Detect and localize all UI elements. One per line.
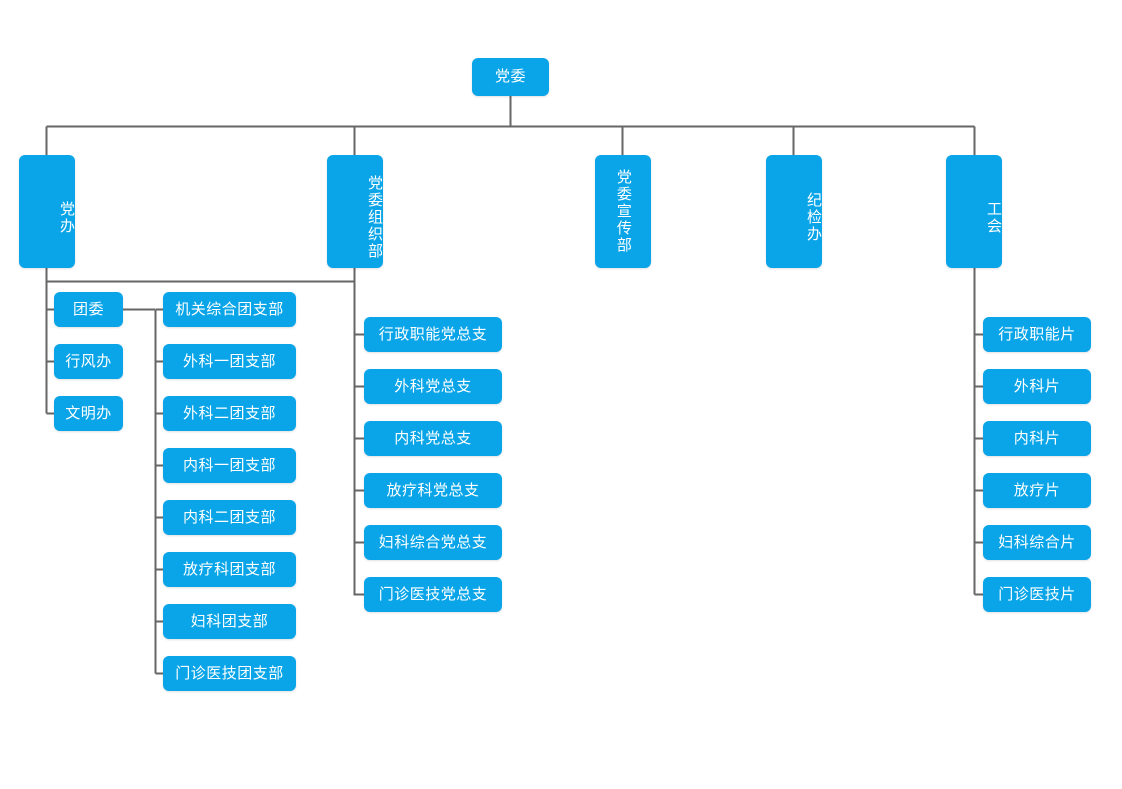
node-dangzongzhi-1[interactable]: 行政职能党总支 <box>364 317 502 352</box>
node-tuanzhibu-1[interactable]: 机关综合团支部 <box>163 292 296 327</box>
node-dangzongzhi-3[interactable]: 内科党总支 <box>364 421 502 456</box>
node-tuanzhibu-2[interactable]: 外科一团支部 <box>163 344 296 379</box>
node-tuanwei[interactable]: 团委 <box>54 292 123 327</box>
node-pian-5[interactable]: 妇科综合片 <box>983 525 1091 560</box>
node-tuanzhibu-8[interactable]: 门诊医技团支部 <box>163 656 296 691</box>
node-dangwei[interactable]: 党委 <box>472 58 549 96</box>
node-xingfengban[interactable]: 行风办 <box>54 344 123 379</box>
node-dangzongzhi-6[interactable]: 门诊医技党总支 <box>364 577 502 612</box>
node-dangzongzhi-2[interactable]: 外科党总支 <box>364 369 502 404</box>
node-wenmingban[interactable]: 文明办 <box>54 396 123 431</box>
node-dangwei-xuanchuanbu[interactable]: 党委宣传部 <box>595 155 651 268</box>
node-dangzongzhi-5[interactable]: 妇科综合党总支 <box>364 525 502 560</box>
node-pian-6[interactable]: 门诊医技片 <box>983 577 1091 612</box>
node-tuanzhibu-5[interactable]: 内科二团支部 <box>163 500 296 535</box>
node-dangwei-zuzhibu[interactable]: 党委组织部 <box>327 155 384 268</box>
node-pian-4[interactable]: 放疗片 <box>983 473 1091 508</box>
node-pian-3[interactable]: 内科片 <box>983 421 1091 456</box>
node-tuanzhibu-4[interactable]: 内科一团支部 <box>163 448 296 483</box>
node-pian-2[interactable]: 外科片 <box>983 369 1091 404</box>
node-tuanzhibu-3[interactable]: 外科二团支部 <box>163 396 296 431</box>
node-gonghui[interactable]: 工会 <box>946 155 1003 268</box>
node-pian-1[interactable]: 行政职能片 <box>983 317 1091 352</box>
node-dangzongzhi-4[interactable]: 放疗科党总支 <box>364 473 502 508</box>
node-dangban[interactable]: 党办 <box>19 155 76 268</box>
node-tuanzhibu-6[interactable]: 放疗科团支部 <box>163 552 296 587</box>
node-jijianban[interactable]: 纪检办 <box>766 155 823 268</box>
node-tuanzhibu-7[interactable]: 妇科团支部 <box>163 604 296 639</box>
